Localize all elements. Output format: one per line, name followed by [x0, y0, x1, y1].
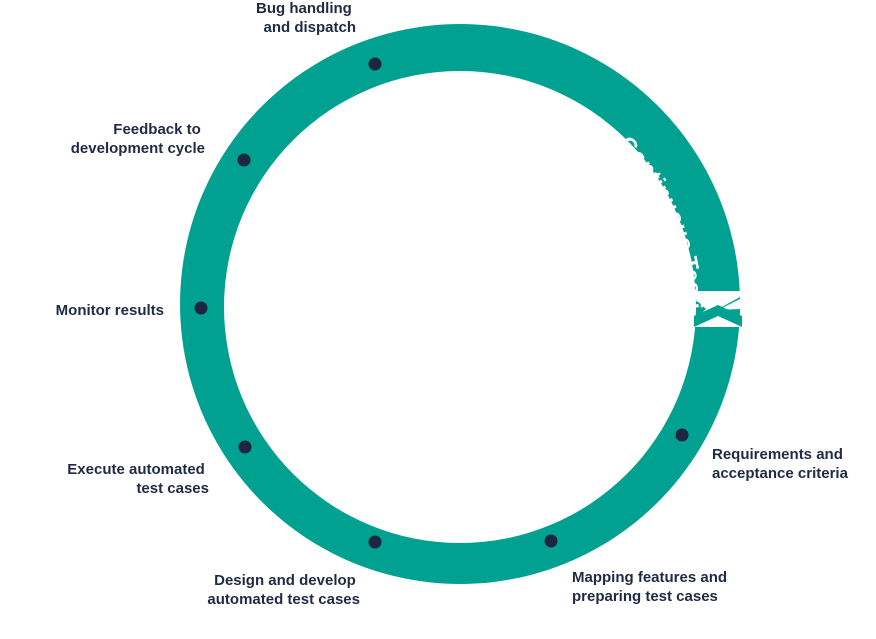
step-dot-feedback — [237, 153, 251, 167]
step-label-feedback: Feedback to development cycle — [71, 121, 205, 157]
step-dot-design — [368, 535, 382, 549]
step-label-feedback-line-1: Feedback to — [113, 121, 201, 138]
step-label-mapping: Mapping features and preparing test case… — [572, 569, 731, 605]
step-dot-monitor — [194, 301, 208, 315]
step-label-requirements: Requirements and acceptance criteria — [712, 446, 849, 482]
step-label-requirements-line-2: acceptance criteria — [712, 465, 849, 482]
cycle-arrow-head — [694, 305, 742, 327]
step-label-bug-line-1: Bug handling — [256, 0, 352, 17]
step-dot-requirements — [675, 428, 689, 442]
step-label-mapping-line-1: Mapping features and — [572, 569, 727, 586]
step-label-bug: Bug handling and dispatch — [256, 0, 356, 36]
step-label-feedback-line-2: development cycle — [71, 140, 205, 157]
step-label-requirements-line-1: Requirements and — [712, 446, 843, 463]
step-dot-execute — [238, 440, 252, 454]
step-label-monitor-line-1: Monitor results — [56, 302, 164, 319]
step-label-design: Design and develop automated test cases — [207, 572, 360, 608]
step-label-bug-line-2: and dispatch — [263, 19, 356, 36]
step-label-design-line-1: Design and develop — [214, 572, 356, 589]
cycle-ring — [180, 24, 740, 585]
step-label-mapping-line-2: preparing test cases — [572, 588, 718, 605]
step-dot-bug — [368, 57, 382, 71]
step-label-design-line-2: automated test cases — [207, 591, 360, 608]
step-label-monitor: Monitor results — [56, 302, 164, 319]
step-label-execute-line-2: test cases — [136, 480, 209, 497]
step-label-execute-line-1: Execute automated — [67, 461, 205, 478]
step-label-execute: Execute automated test cases — [67, 461, 209, 497]
step-dot-mapping — [544, 534, 558, 548]
